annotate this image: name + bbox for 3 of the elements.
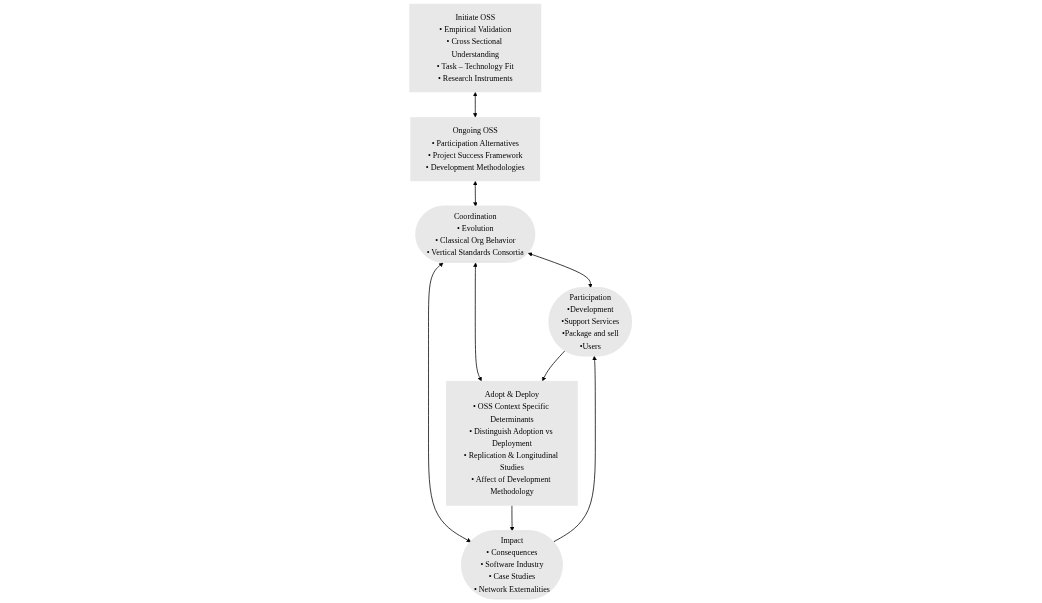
- node-box: Ongoing OSS • Participation Alternatives • Project Success Framework • Development Methodologies: [410, 117, 541, 182]
- node-box: Adopt & Deploy • OSS Context Specific Determinants • Distinguish Adoption vs Deployment • Replication & Longitudinal Studies • Affect of Development Methodology: [446, 380, 579, 506]
- node-box: Initiate OSS • Empirical Validation • Cross Sectional Understanding • Task – Technology Fit • Research Instruments: [409, 3, 542, 93]
